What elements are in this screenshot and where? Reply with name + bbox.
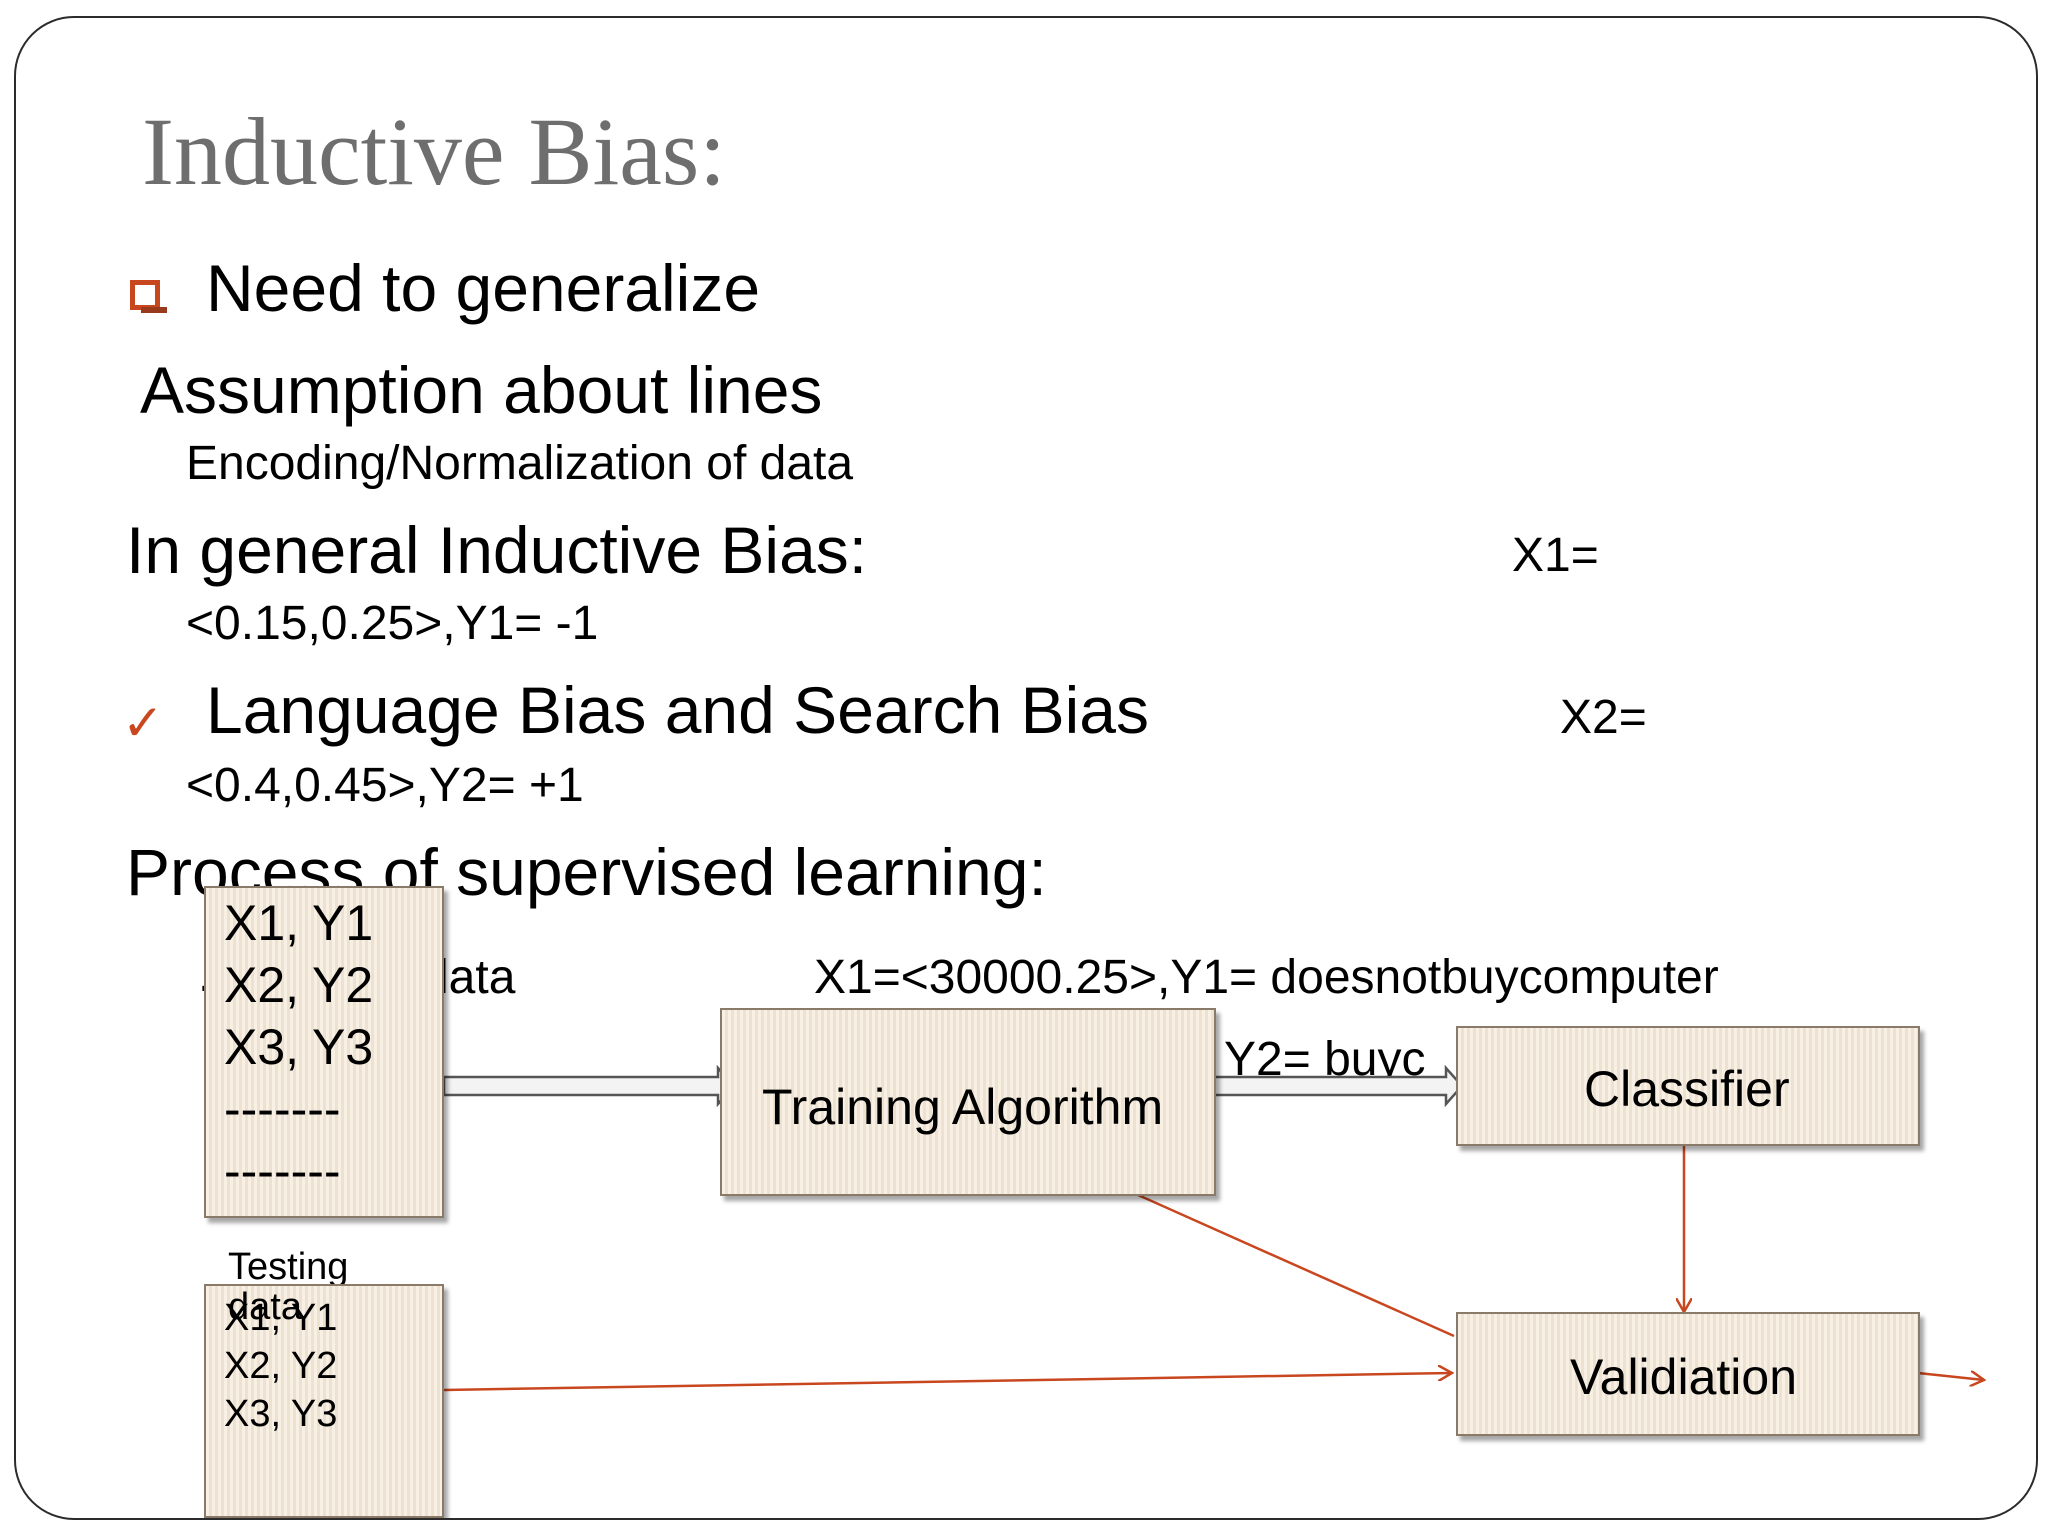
validation-label: Validiation xyxy=(1570,1349,1798,1405)
arrow-validation-output xyxy=(1917,1373,1984,1380)
training-data-fragment: lata xyxy=(438,951,516,1004)
testing-label-line1: Testing xyxy=(228,1246,349,1288)
validation-box: Validiation xyxy=(1456,1312,1920,1436)
testing-row: X2, Y2 xyxy=(224,1345,338,1387)
square-bullet-icon xyxy=(130,280,167,313)
testing-label-line2: data xyxy=(228,1286,302,1328)
x2-label: X2= xyxy=(1560,691,1647,744)
checkmark-icon: ✓ xyxy=(122,694,164,752)
bullet-language-search-bias: Language Bias and Search Bias xyxy=(206,673,1150,747)
hollow-arrow-training-to-algorithm xyxy=(442,1064,736,1108)
testing-row: X1, Y1 xyxy=(224,1297,338,1339)
flow-arrows xyxy=(442,1064,2036,1392)
training-row: ------- xyxy=(224,1143,341,1199)
slide: Inductive Bias: Need to generalize Assum… xyxy=(14,16,2038,1520)
x2-value: <0.4,0.45>,Y2= +1 xyxy=(186,759,584,812)
example-x1-text: X1=<30000.25>,Y1= doesnotbuycomputer xyxy=(814,951,1719,1004)
line-encoding: Encoding/Normalization of data xyxy=(186,437,854,490)
line-assumption: Assumption about lines xyxy=(140,353,823,427)
testing-row: X3, Y3 xyxy=(224,1393,338,1435)
line-general-inductive-bias: In general Inductive Bias: xyxy=(126,513,868,587)
bullet-need-to-generalize: Need to generalize xyxy=(206,251,761,325)
training-data-list: X1, Y1 X2, Y2 X3, Y3 ------- ------- xyxy=(224,892,373,1202)
training-algorithm-label: Training Algorithm xyxy=(762,1079,1164,1135)
training-row: X2, Y2 xyxy=(224,957,374,1013)
training-row: X3, Y3 xyxy=(224,1019,374,1075)
classifier-box: Classifier xyxy=(1456,1026,1920,1146)
classifier-label: Classifier xyxy=(1584,1061,1790,1117)
training-row: X1, Y1 xyxy=(224,895,374,951)
training-row: ------- xyxy=(224,1081,341,1137)
testing-data-list: X1, Y1 X2, Y2 X3, Y3 xyxy=(224,1294,337,1438)
arrow-validation-to-algorithm xyxy=(1100,1178,1455,1338)
testing-data-box: X1, Y1 X2, Y2 X3, Y3 xyxy=(204,1284,444,1518)
slide-title: Inductive Bias: xyxy=(142,98,726,205)
training-data-box: X1, Y1 X2, Y2 X3, Y3 ------- ------- xyxy=(204,886,444,1218)
x1-value: <0.15,0.25>,Y1= -1 xyxy=(186,597,599,650)
arrow-testing-to-validation xyxy=(443,1373,1452,1392)
x1-label: X1= xyxy=(1512,529,1599,582)
hollow-arrow-algorithm-to-classifier xyxy=(1212,1064,1464,1108)
training-algorithm-box: Training Algorithm xyxy=(720,1008,1216,1196)
